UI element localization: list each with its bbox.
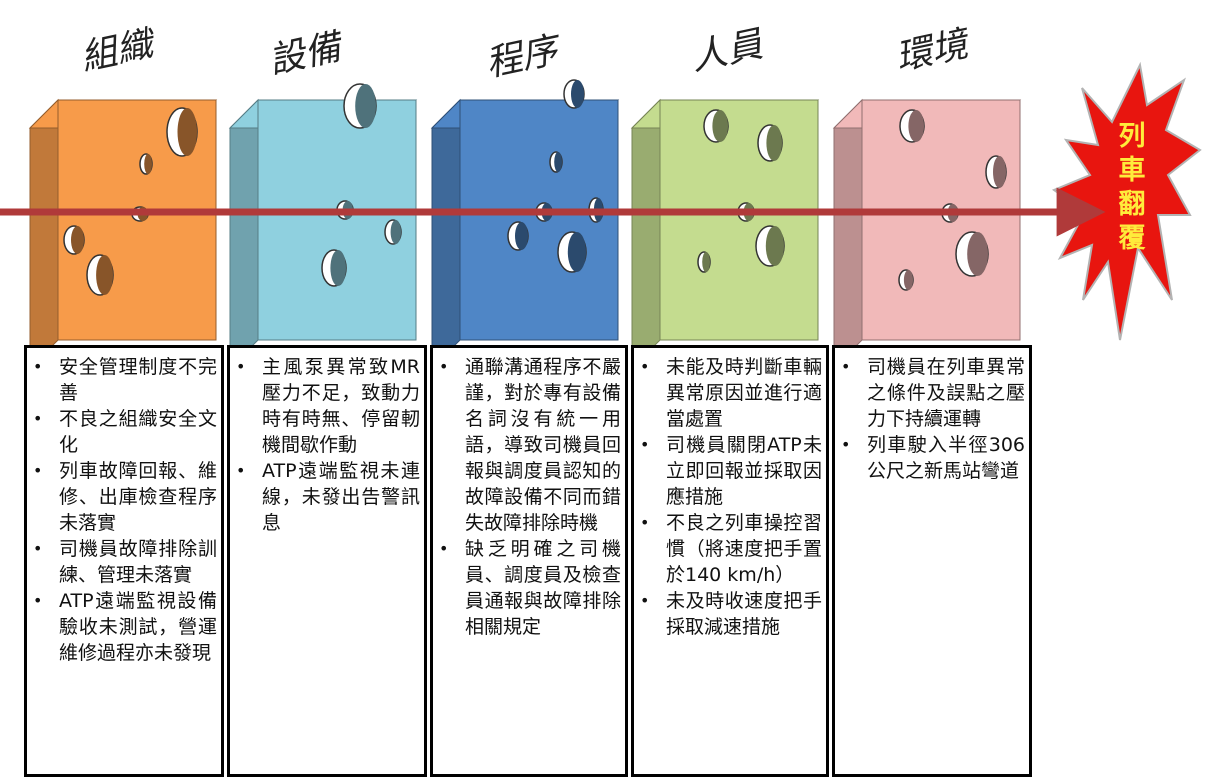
factor-item: 司機員關閉ATP未立即回報並採取因應措施 — [638, 432, 822, 510]
cheese-hole-shadow — [330, 250, 347, 286]
cheese-hole-shadow — [390, 220, 401, 244]
factor-item: 司機員故障排除訓練、管理未落實 — [31, 536, 217, 588]
cheese-hole-shadow — [766, 125, 782, 161]
cheese-hole-shadow — [993, 156, 1006, 188]
factor-item: 未及時收速度把手採取減速措施 — [638, 588, 822, 640]
cheese-hole-shadow — [96, 255, 114, 295]
cheese-side-face — [229, 98, 259, 370]
swiss-cheese-graphic — [0, 61, 1202, 370]
cheese-hole-shadow — [571, 80, 584, 108]
factor-item: ATP遠端監視未連線，未發出告警訊息 — [234, 458, 420, 536]
cheese-side-face — [431, 98, 461, 370]
cheese-side-face — [631, 98, 661, 370]
result-text: 列 車 翻 覆 — [1110, 120, 1154, 256]
cheese-hole-shadow — [355, 84, 376, 128]
cheese-hole-shadow — [903, 270, 913, 290]
cheese-hole-shadow — [908, 110, 924, 142]
factor-item: ATP遠端監視設備驗收未測試，營運維修過程亦未發現 — [31, 588, 217, 666]
factor-item: 安全管理制度不完善 — [31, 354, 217, 406]
result-char: 覆 — [1118, 223, 1146, 254]
factor-item: 不良之列車操控習慣（將速度把手置於140 km/h） — [638, 510, 822, 588]
factor-item: 通聯溝通程序不嚴謹，對於專有設備名詞沒有統一用語，導致司機員回報與調度員認知的故… — [437, 354, 621, 536]
cheese-hole-shadow — [515, 222, 528, 250]
cheese-hole-shadow — [567, 232, 587, 272]
factor-item: 不良之組織安全文化 — [31, 406, 217, 458]
cheese-hole-shadow — [702, 252, 710, 272]
result-char: 列 — [1118, 121, 1146, 152]
cheese-hole-shadow — [71, 226, 84, 254]
cheese-side-face — [29, 98, 59, 370]
cheese-layer-organization — [28, 98, 218, 370]
cheese-layer-personnel — [630, 98, 820, 370]
result-char: 車 — [1118, 155, 1146, 186]
factor-item: 未能及時判斷車輛異常原因並進行適當處置 — [638, 354, 822, 432]
factor-item: 列車駛入半徑306公尺之新馬站彎道 — [839, 432, 1025, 484]
result-char: 翻 — [1118, 189, 1146, 220]
explosion-burst — [1051, 61, 1202, 341]
cheese-side-face — [833, 98, 863, 370]
factor-item: 主風泵異常致MR壓力不足，致動力時有時無、停留軔機間歇作動 — [234, 354, 420, 458]
cheese-front-face — [659, 99, 819, 341]
cheese-hole-shadow — [765, 226, 785, 266]
cheese-layer-environment — [832, 98, 1022, 370]
factor-item: 列車故障回報、維修、出庫檢查程序未落實 — [31, 458, 217, 536]
factor-item: 司機員在列車異常之條件及誤點之壓力下持續運轉 — [839, 354, 1025, 432]
cheese-front-face — [257, 99, 417, 341]
cheese-hole-shadow — [177, 108, 197, 156]
swiss-cheese-diagram: 組織 設備 程序 人員 環境 列 車 翻 覆 — [0, 0, 1205, 370]
factor-box-procedure: 通聯溝通程序不嚴謹，對於專有設備名詞沒有統一用語，導致司機員回報與調度員認知的故… — [430, 345, 628, 777]
factor-box-environment: 司機員在列車異常之條件及誤點之壓力下持續運轉 列車駛入半徑306公尺之新馬站彎道 — [832, 345, 1032, 777]
factor-box-organization: 安全管理制度不完善 不良之組織安全文化 列車故障回報、維修、出庫檢查程序未落實 … — [24, 345, 224, 777]
cheese-hole-shadow — [554, 152, 562, 172]
cheese-hole-shadow — [144, 154, 153, 174]
factor-box-personnel: 未能及時判斷車輛異常原因並進行適當處置 司機員關閉ATP未立即回報並採取因應措施… — [631, 345, 829, 777]
factor-item: 缺乏明確之司機員、調度員及檢查員通報與故障排除相關規定 — [437, 536, 621, 640]
cheese-layer-procedure — [430, 79, 620, 370]
cheese-hole-shadow — [712, 110, 728, 142]
factor-box-equipment: 主風泵異常致MR壓力不足，致動力時有時無、停留軔機間歇作動 ATP遠端監視未連線… — [227, 345, 427, 777]
cheese-hole-shadow — [967, 232, 988, 276]
cheese-layer-equipment — [228, 83, 418, 370]
cheese-front-face — [861, 99, 1021, 341]
